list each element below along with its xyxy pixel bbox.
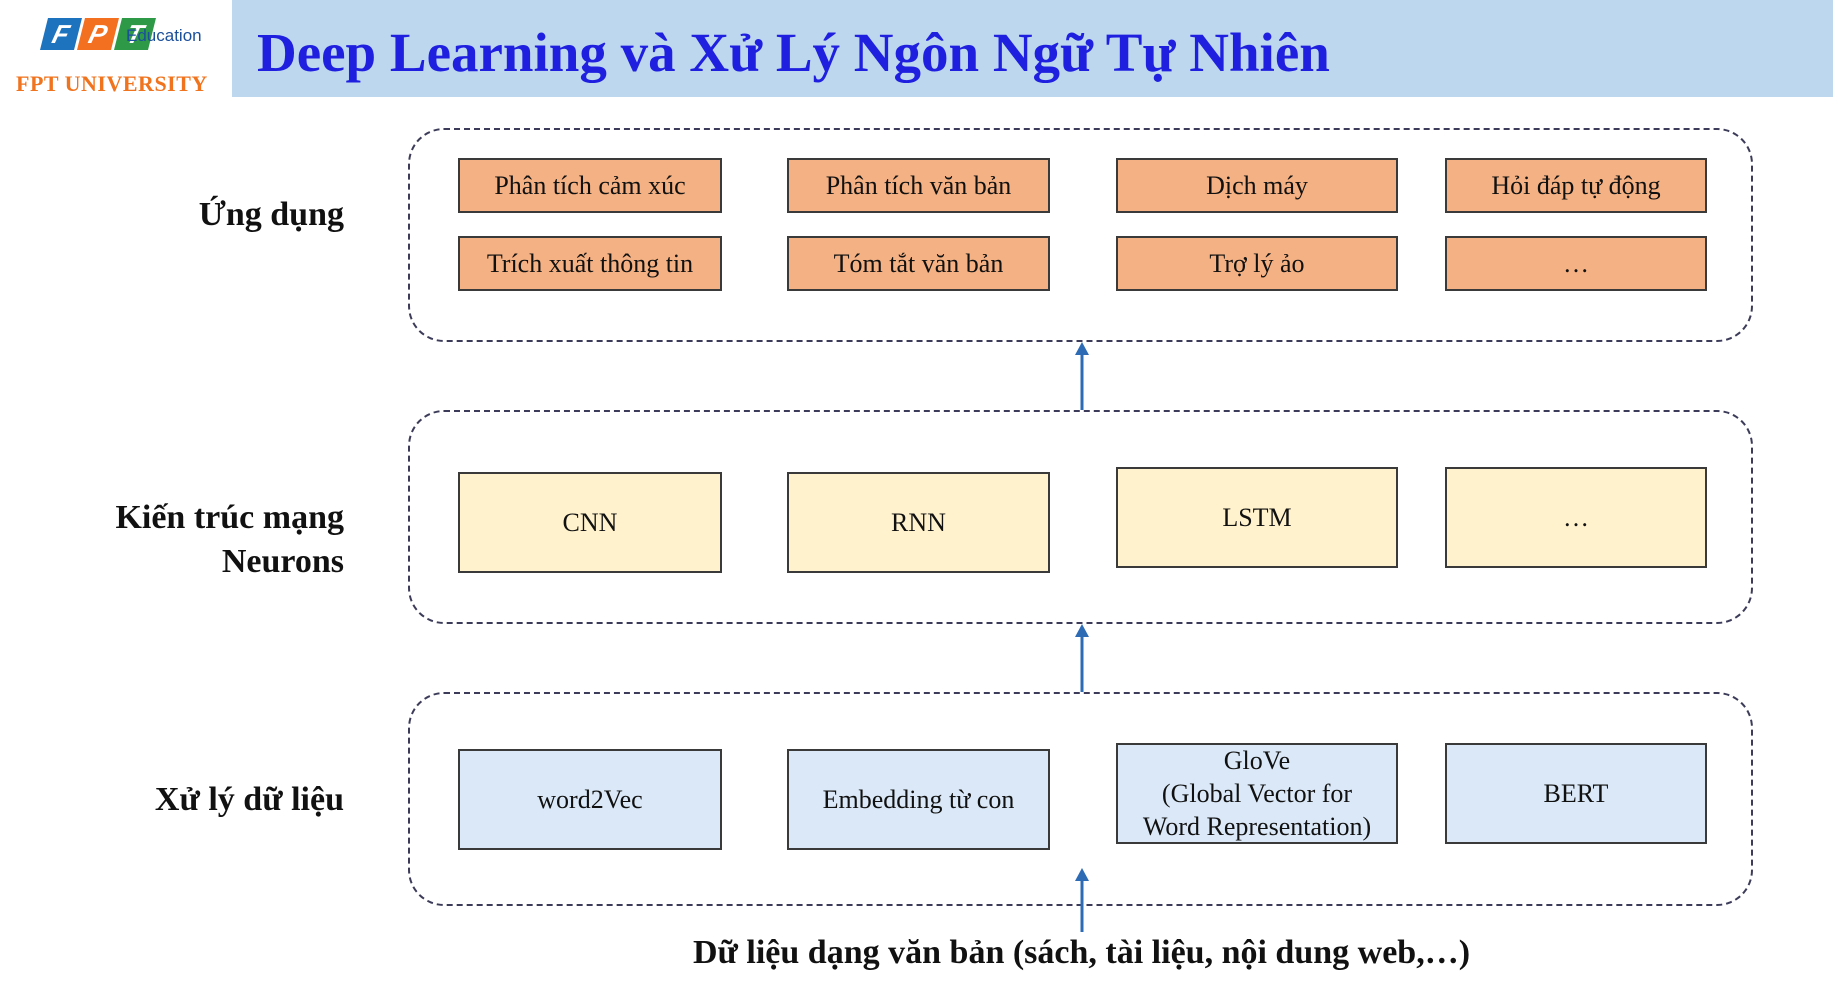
data-box-subword-embedding: Embedding từ con: [787, 749, 1050, 850]
page-title: Deep Learning và Xử Lý Ngôn Ngữ Tự Nhiên: [257, 22, 1330, 83]
logo-letter-p: P: [77, 18, 119, 50]
app-box-text-summarization: Tóm tắt văn bản: [787, 236, 1050, 291]
app-box-sentiment-analysis: Phân tích cảm xúc: [458, 158, 722, 213]
data-box-word2vec: word2Vec: [458, 749, 722, 850]
data-processing-layer-label: Xử lý dữ liệu: [154, 781, 344, 818]
arrow-up-icon: [1075, 624, 1089, 692]
data-box-glove: GloVe (Global Vector for Word Representa…: [1116, 743, 1398, 844]
fpt-university-logo: F P T Education FPT UNIVERSITY: [14, 16, 224, 96]
logo-university-name: FPT UNIVERSITY: [16, 71, 208, 96]
app-box-virtual-assistant: Trợ lý ảo: [1116, 236, 1398, 291]
app-box-question-answering: Hỏi đáp tự động: [1445, 158, 1707, 213]
application-layer-frame: [408, 128, 1753, 342]
architecture-layer-frame: [408, 410, 1753, 624]
arch-box-lstm: LSTM: [1116, 467, 1398, 568]
logo-letter-f: F: [40, 18, 82, 50]
app-box-more: …: [1445, 236, 1707, 291]
arrow-up-icon: [1075, 868, 1089, 932]
source-data-label: Dữ liệu dạng văn bản (sách, tài liệu, nộ…: [692, 934, 1471, 971]
arch-box-rnn: RNN: [787, 472, 1050, 573]
architecture-layer-label-line2: Neurons: [221, 543, 344, 580]
architecture-layer-label-line1: Kiến trúc mạng: [115, 499, 344, 536]
app-box-information-extraction: Trích xuất thông tin: [458, 236, 722, 291]
arrow-up-icon: [1075, 342, 1089, 410]
arch-box-more: …: [1445, 467, 1707, 568]
app-box-machine-translation: Dịch máy: [1116, 158, 1398, 213]
header-band: [232, 0, 1833, 97]
data-box-bert: BERT: [1445, 743, 1707, 844]
logo-education-label: Education: [126, 26, 202, 45]
application-layer-label: Ứng dụng: [198, 196, 344, 233]
app-box-text-analysis: Phân tích văn bản: [787, 158, 1050, 213]
arch-box-cnn: CNN: [458, 472, 722, 573]
